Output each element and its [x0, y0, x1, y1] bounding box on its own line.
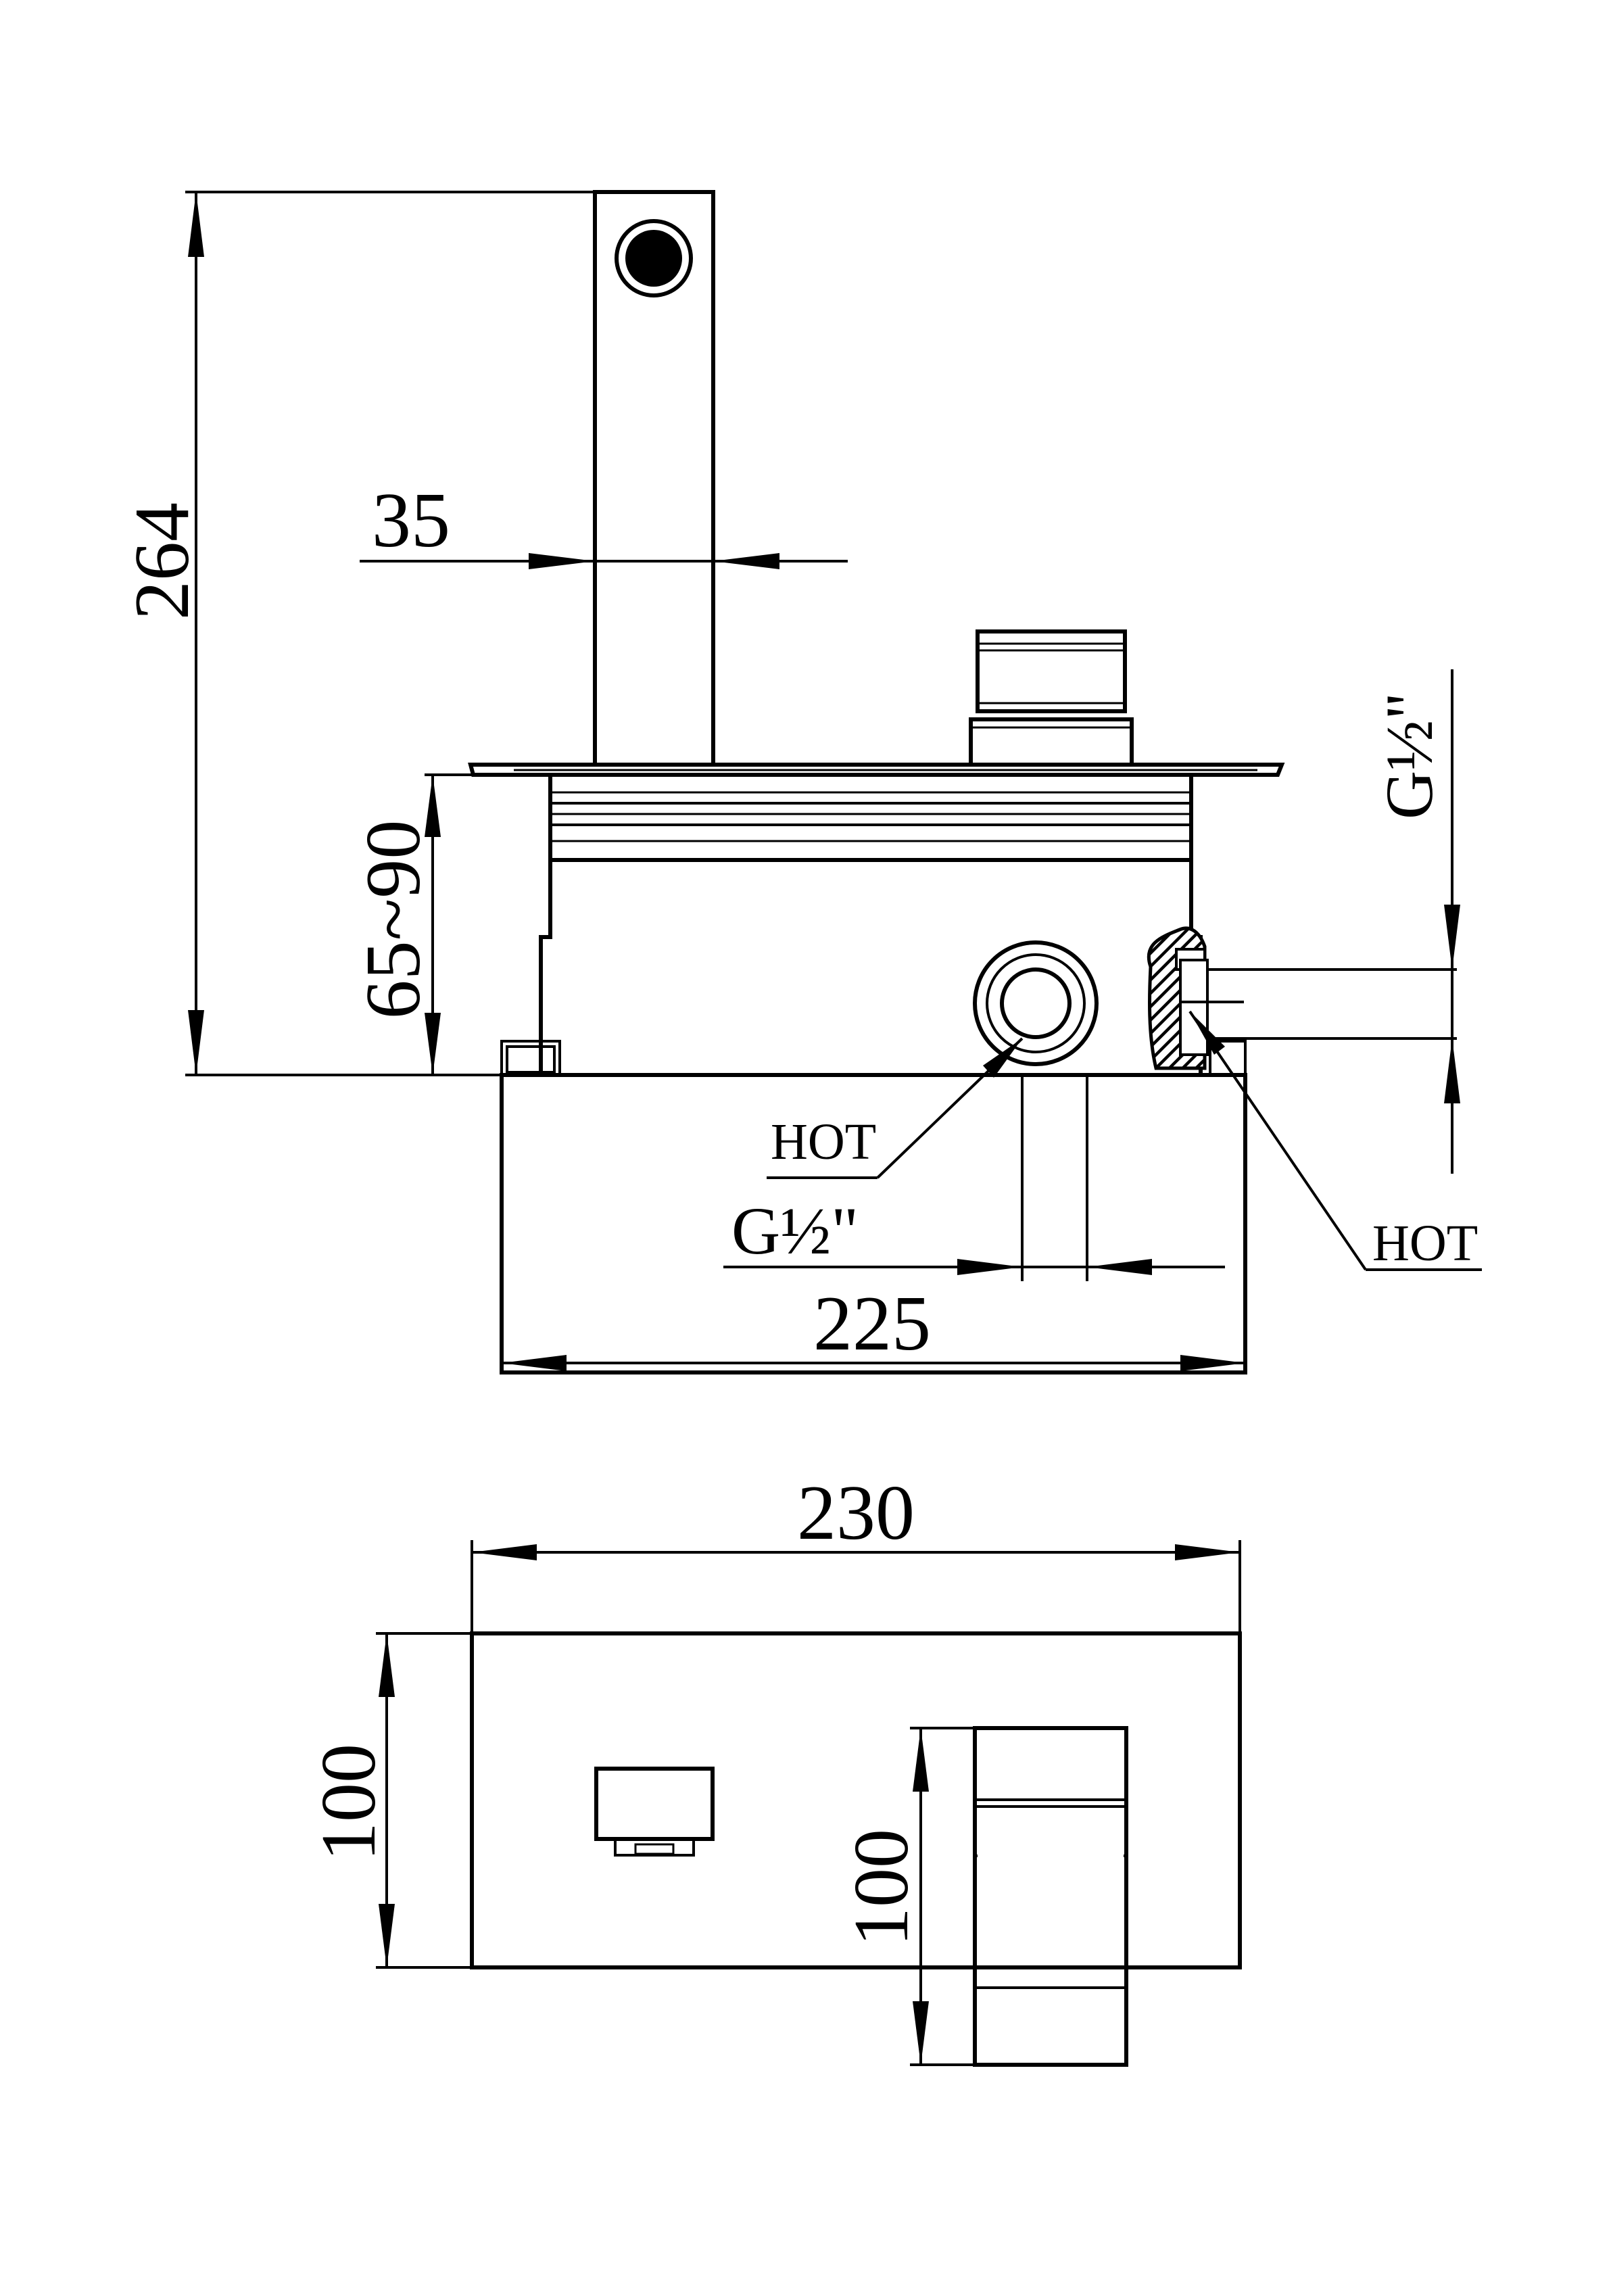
left-inlet-label: HOT	[771, 1114, 876, 1170]
dimension-100-plate: 100	[306, 1632, 472, 1969]
dimension-225: 225	[502, 1281, 1245, 1371]
spout	[593, 190, 715, 767]
left-inlet-thread: G½"	[731, 1193, 859, 1268]
dimension-100-handle-label: 100	[838, 1829, 925, 1946]
right-inlet-callout: HOT	[1188, 1010, 1482, 1272]
right-inlet-label: HOT	[1372, 1215, 1478, 1272]
sealing-rings	[548, 773, 1193, 862]
left-inlet	[973, 940, 1099, 1281]
dimension-thread-right: G½"	[1372, 669, 1460, 1174]
front-spout	[594, 1767, 715, 1857]
front-plate	[470, 1631, 1242, 1969]
dimension-100-handle: 100	[838, 1727, 975, 2066]
valve-body	[539, 860, 1203, 1077]
dimension-230-label: 230	[797, 1470, 915, 1556]
dimension-225-label: 225	[813, 1281, 931, 1367]
right-inlet	[1147, 926, 1457, 1070]
dimension-264-label: 264	[119, 502, 206, 620]
handle-knob	[969, 629, 1134, 767]
side-view: 264 35 65~90 G½"	[119, 190, 1482, 1374]
dimension-65-90: 65~90	[350, 773, 473, 1075]
spout-outlet-icon	[615, 219, 693, 297]
left-inlet-callout: HOT G½"	[731, 1037, 1024, 1268]
front-handle	[973, 1726, 1128, 2067]
dimension-inlet-pipe	[723, 1259, 1225, 1275]
dimension-230: 230	[471, 1470, 1241, 1633]
dimension-100-plate-label: 100	[306, 1744, 392, 1861]
dimension-35: 35	[360, 477, 848, 569]
dimension-264: 264	[119, 191, 713, 1076]
dimension-65-90-label: 65~90	[350, 820, 437, 1020]
front-view: 230 100 100	[306, 1470, 1242, 2067]
mounting-box	[500, 1040, 1247, 1374]
dimension-35-label: 35	[372, 477, 450, 564]
thread-label-right: G½"	[1372, 692, 1447, 819]
